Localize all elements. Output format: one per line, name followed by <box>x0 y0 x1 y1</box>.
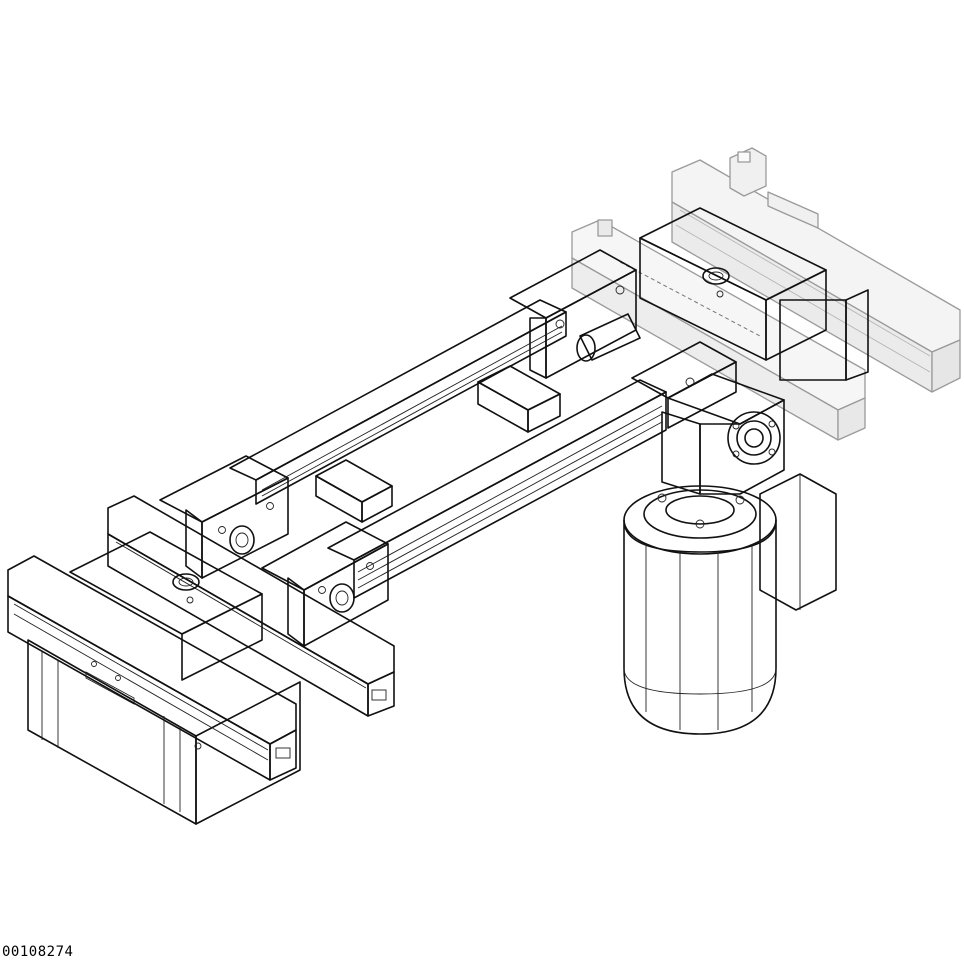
upper-profile-top <box>229 299 567 481</box>
main-frame <box>229 299 667 599</box>
drive-shaft <box>579 313 641 361</box>
front-housing-end <box>195 681 301 825</box>
motor-terminal-box <box>759 473 837 611</box>
front-lower-rail <box>7 555 297 781</box>
upper-profile-face <box>255 311 567 505</box>
front-bearing-blocks <box>159 455 389 647</box>
drive-motor <box>623 473 837 735</box>
ghosted-middle-rail <box>571 219 866 441</box>
gearbox <box>661 373 785 495</box>
lower-profile-face <box>353 391 667 599</box>
front-unit-bore <box>172 573 200 591</box>
rear-unit-bore <box>702 267 730 285</box>
front-lower-bearing <box>329 583 355 613</box>
front-upper-bearing <box>229 525 255 555</box>
rear-bearing-blocks <box>509 249 737 429</box>
front-housing-side <box>27 639 197 825</box>
cross-member-front <box>315 459 393 503</box>
drawing-reference-number: 00108274 <box>2 944 74 960</box>
lower-profile-top <box>327 379 667 561</box>
gearbox-side <box>661 411 701 495</box>
gearbox-output-flange <box>727 411 781 465</box>
ghosted-upper-rail <box>671 147 961 393</box>
rear-transfer-unit <box>639 207 869 381</box>
ghost-rail-end <box>931 339 961 393</box>
front-middle-rail <box>107 495 395 717</box>
motor-body <box>623 519 777 735</box>
